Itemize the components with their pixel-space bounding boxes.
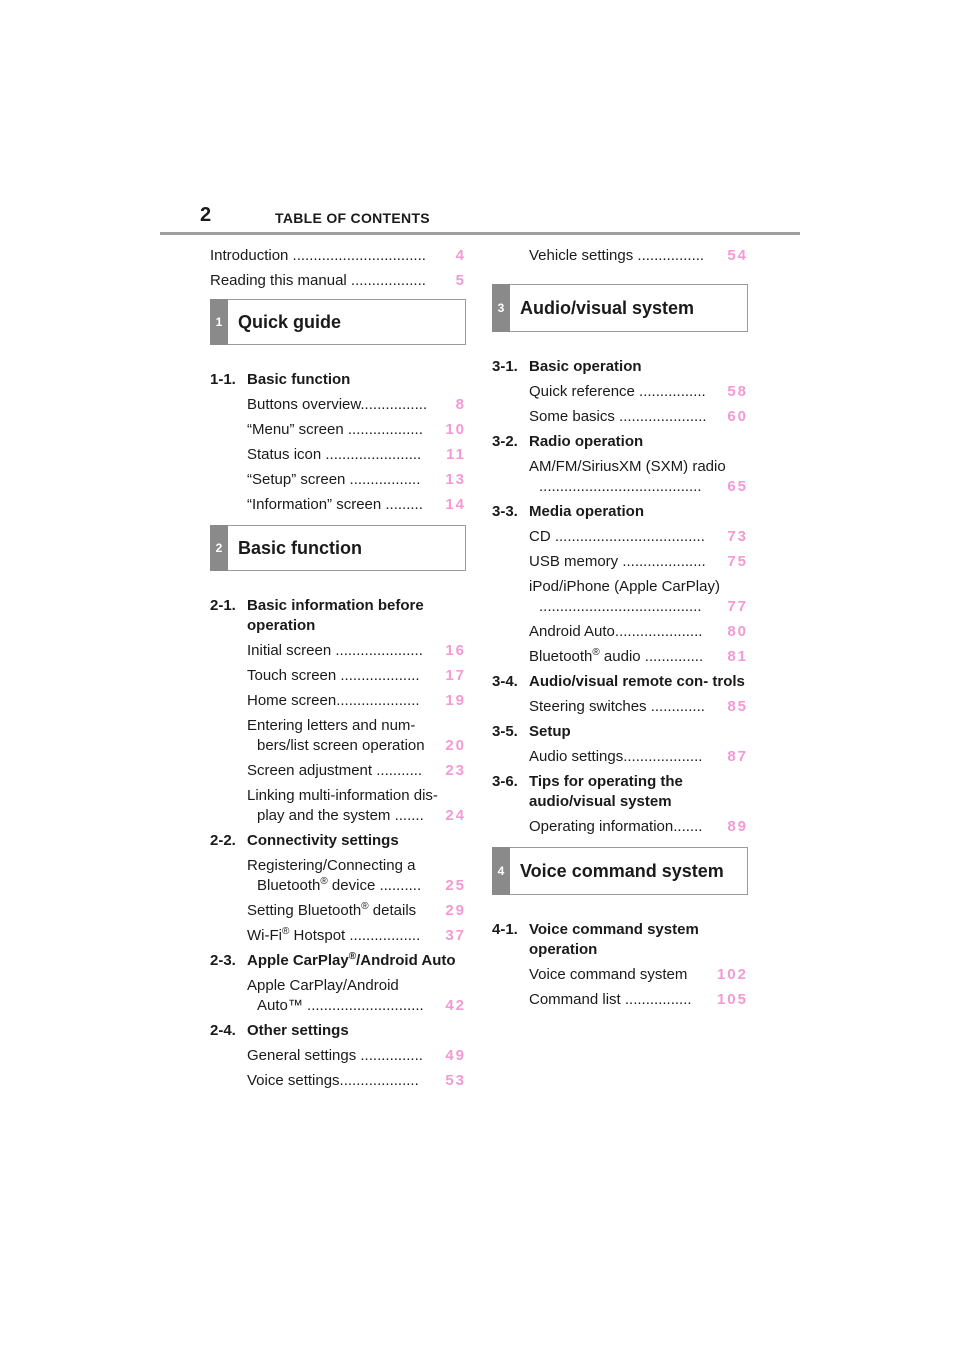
section-title: Basic function	[238, 537, 363, 558]
page-link[interactable]: 20	[445, 736, 466, 754]
toc-entry[interactable]: Status icon .......................11	[247, 445, 466, 463]
page-link[interactable]: 87	[727, 747, 748, 765]
page-link[interactable]: 102	[716, 965, 748, 983]
page-link[interactable]: 53	[445, 1071, 466, 1089]
page-link[interactable]: 105	[716, 990, 748, 1008]
header-divider	[160, 232, 800, 235]
toc-entry[interactable]: Screen adjustment ...........23	[247, 761, 466, 779]
page-link[interactable]: 60	[727, 407, 748, 425]
toc-entry-reading-manual[interactable]: Reading this manual .................. 5	[210, 271, 466, 289]
section-title: Quick guide	[238, 311, 342, 332]
page-link[interactable]: 8	[455, 395, 466, 413]
page-link[interactable]: 75	[727, 552, 748, 570]
toc-entry[interactable]: Operating information.......89	[529, 817, 748, 835]
page-link[interactable]: 29	[445, 901, 466, 919]
chapter-heading: 2-3.Apple CarPlay®/Android Auto	[210, 950, 456, 969]
toc-entry[interactable]: Steering switches .............85	[529, 697, 748, 715]
toc-entry[interactable]: Entering letters and num- bers/list scre…	[247, 716, 466, 754]
toc-entry[interactable]: Setting Bluetooth® details 29	[247, 900, 466, 919]
page-link[interactable]: 58	[727, 382, 748, 400]
chapter-heading: 3-1.Basic operation	[492, 357, 642, 375]
page-link[interactable]: 13	[445, 470, 466, 488]
toc-entry[interactable]: AM/FM/SiriusXM (SXM) radio .............…	[529, 457, 748, 495]
chapter-heading: 3-4.Audio/visual remote con- trols	[492, 672, 745, 690]
toc-entry[interactable]: Android Auto.....................80	[529, 622, 748, 640]
page-link[interactable]: 42	[445, 996, 466, 1014]
section-header-audio-visual: 3 Audio/visual system	[492, 284, 748, 332]
page-number: 2	[200, 204, 212, 226]
page-link[interactable]: 11	[446, 445, 466, 463]
toc-entry[interactable]: Apple CarPlay/Android Auto™ ............…	[247, 976, 466, 1014]
toc-entry[interactable]: “Menu” screen ..................10	[247, 420, 466, 438]
page-link[interactable]: 19	[445, 691, 466, 709]
page-link[interactable]: 85	[727, 697, 748, 715]
toc-entry[interactable]: CD ....................................7…	[529, 527, 748, 545]
page-link[interactable]: 17	[445, 666, 466, 684]
page-link[interactable]: 54	[727, 246, 748, 264]
section-title: Audio/visual system	[520, 297, 695, 318]
page-link[interactable]: 10	[445, 420, 466, 438]
toc-entry[interactable]: “Setup” screen .................13	[247, 470, 466, 488]
toc-entry[interactable]: Wi-Fi® Hotspot ................. 37	[247, 925, 466, 944]
section-header-quick-guide: 1 Quick guide	[210, 299, 466, 345]
toc-column-left: Introduction ...........................…	[210, 243, 466, 1093]
page-link[interactable]: 77	[727, 597, 748, 615]
page-link[interactable]: 4	[455, 246, 466, 264]
chapter-heading: 3-6.Tips for operating the audio/visual …	[492, 772, 683, 810]
page-link[interactable]: 49	[445, 1046, 466, 1064]
toc-entry[interactable]: Touch screen ...................17	[247, 666, 466, 684]
chapter-heading: 1-1.Basic function	[210, 370, 351, 388]
page-link[interactable]: 80	[727, 622, 748, 640]
page-link[interactable]: 37	[445, 926, 466, 944]
section-number-tab: 2	[210, 525, 228, 571]
chapter-heading: 4-1.Voice command system operation	[492, 920, 699, 958]
toc-entry[interactable]: Audio settings...................87	[529, 747, 748, 765]
section-number-tab: 4	[492, 847, 510, 895]
page-link[interactable]: 73	[727, 527, 748, 545]
chapter-heading: 3-5.Setup	[492, 722, 571, 740]
chapter-heading: 2-4.Other settings	[210, 1021, 349, 1039]
section-header-voice-command: 4 Voice command system	[492, 847, 748, 895]
section-number-tab: 3	[492, 284, 510, 332]
page-link[interactable]: 25	[445, 876, 466, 894]
page-link[interactable]: 16	[445, 641, 466, 659]
toc-entry[interactable]: Registering/Connecting a Bluetooth® devi…	[247, 856, 466, 894]
section-header-basic-function: 2 Basic function	[210, 525, 466, 571]
toc-entry[interactable]: Bluetooth® audio .............. 81	[529, 646, 748, 665]
chapter-heading: 3-2.Radio operation	[492, 432, 644, 450]
toc-entry[interactable]: Command list ................105	[529, 990, 748, 1008]
page-link[interactable]: 14	[445, 495, 466, 513]
toc-entry[interactable]: Linking multi-information dis- play and …	[247, 786, 466, 824]
page-link[interactable]: 65	[727, 477, 748, 495]
section-title: Voice command system	[520, 860, 724, 881]
chapter-heading: 2-1.Basic information before operation	[210, 596, 424, 634]
toc-entry[interactable]: Some basics .....................60	[529, 407, 748, 425]
toc-entry[interactable]: Vehicle settings ................54	[529, 246, 748, 264]
toc-entry-introduction[interactable]: Introduction ...........................…	[210, 246, 466, 264]
toc-entry[interactable]: General settings ...............49	[247, 1046, 466, 1064]
toc-entry[interactable]: Voice settings...................53	[247, 1071, 466, 1089]
section-number-tab: 1	[210, 299, 228, 345]
page-link[interactable]: 89	[727, 817, 748, 835]
page-link[interactable]: 23	[445, 761, 466, 779]
page-title: TABLE OF CONTENTS	[275, 210, 430, 226]
chapter-heading: 2-2.Connectivity settings	[210, 831, 399, 849]
toc-entry[interactable]: Initial screen .....................16	[247, 641, 466, 659]
page-link[interactable]: 5	[455, 271, 466, 289]
toc-column-right: Vehicle settings ................54 3 Au…	[492, 243, 748, 1012]
page-link[interactable]: 81	[727, 647, 748, 665]
toc-entry[interactable]: “Information” screen .........14	[247, 495, 466, 513]
toc-entry[interactable]: Quick reference ................58	[529, 382, 748, 400]
toc-entry[interactable]: Buttons overview................8	[247, 395, 466, 413]
toc-entry[interactable]: iPod/iPhone (Apple CarPlay) ............…	[529, 577, 748, 615]
page-link[interactable]: 24	[445, 806, 466, 824]
toc-entry[interactable]: Home screen....................19	[247, 691, 466, 709]
toc-entry[interactable]: USB memory ....................75	[529, 552, 748, 570]
chapter-heading: 3-3.Media operation	[492, 502, 645, 520]
